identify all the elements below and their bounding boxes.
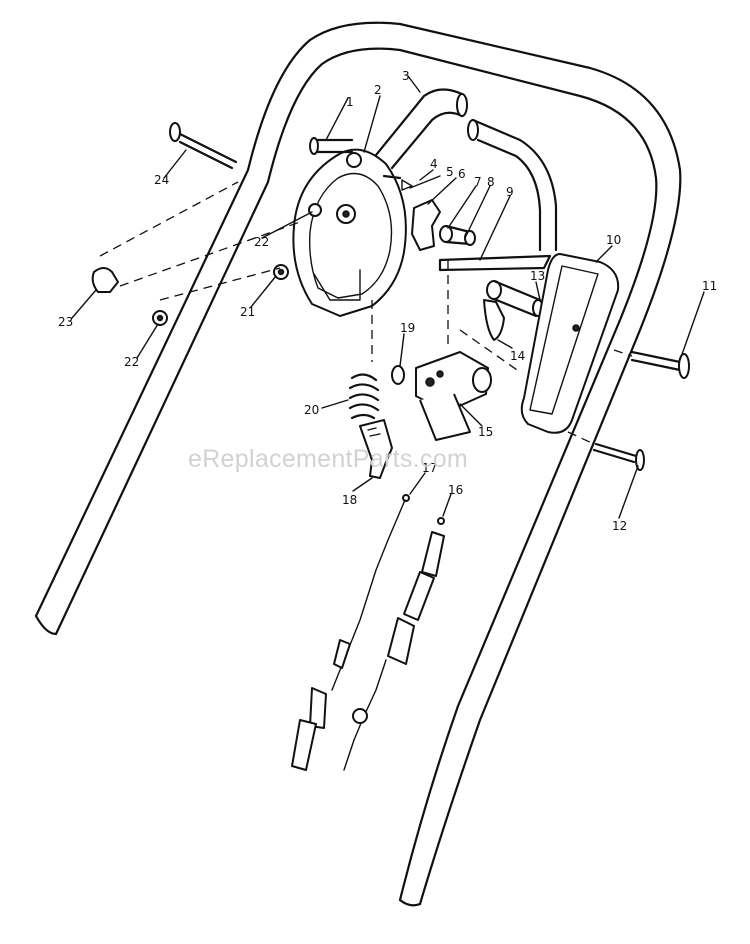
bushing-23	[91, 267, 119, 293]
callout-14: 14	[510, 349, 525, 363]
control-housing	[292, 148, 407, 317]
bolt-12	[592, 442, 645, 471]
callout-9: 9	[506, 185, 514, 199]
callout-6: 6	[458, 167, 466, 181]
leader-lines	[71, 75, 705, 519]
nut-22-lower	[152, 310, 168, 326]
pin-1	[309, 137, 354, 155]
callout-18: 18	[342, 493, 357, 507]
callout-4: 4	[430, 157, 438, 171]
callout-19: 19	[400, 321, 415, 335]
callout-22-upper: 22	[254, 235, 269, 249]
assembly-guide-lines	[99, 181, 633, 445]
bracket-15	[415, 351, 492, 441]
upper-loop	[370, 88, 558, 272]
cable-17	[291, 494, 410, 771]
callout-2: 2	[374, 83, 382, 97]
pin-24	[169, 122, 238, 170]
callout-11: 11	[702, 279, 717, 293]
cam-14	[483, 299, 505, 341]
nut-22-upper	[308, 203, 322, 217]
callout-22-lower: 22	[124, 355, 139, 369]
callout-1: 1	[346, 95, 354, 109]
callout-16: 16	[448, 483, 463, 497]
callout-10: 10	[606, 233, 621, 247]
bolt-11	[630, 350, 690, 379]
callout-5: 5	[446, 165, 454, 179]
handle-frame	[34, 21, 682, 907]
callout-labels: 1 2 3 4 5 6 7 8 9 10 11 12 13 14 15 16 1…	[58, 69, 717, 533]
small-parts-4-9	[382, 174, 476, 251]
callout-3: 3	[402, 69, 410, 83]
callout-23: 23	[58, 315, 73, 329]
spring-20	[348, 373, 380, 420]
cover-10	[520, 253, 620, 434]
callout-8: 8	[487, 175, 495, 189]
callout-20: 20	[304, 403, 319, 417]
callout-15: 15	[478, 425, 493, 439]
callout-21: 21	[240, 305, 255, 319]
callout-7: 7	[474, 175, 482, 189]
washer-19	[391, 365, 405, 385]
cable-16	[343, 517, 445, 771]
callout-13: 13	[530, 269, 545, 283]
lever-18	[359, 419, 393, 479]
watermark-text: eReplacementParts.com	[188, 445, 468, 473]
callout-12: 12	[612, 519, 627, 533]
callout-24: 24	[154, 173, 169, 187]
callout-17: 17	[422, 461, 437, 475]
